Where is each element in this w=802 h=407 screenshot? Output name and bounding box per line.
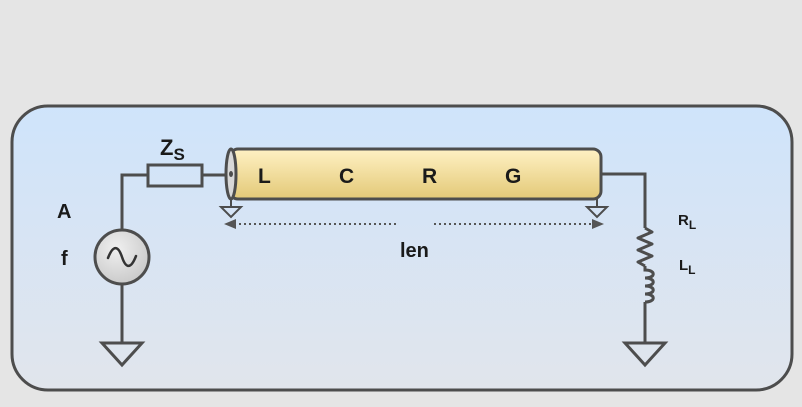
transmission-line-cylinder — [224, 147, 603, 201]
line-length-label: len — [400, 240, 429, 262]
line-right-ground-icon — [584, 199, 610, 219]
load-ground-icon — [621, 341, 669, 368]
load-inductor-icon — [643, 266, 655, 304]
line-left-ground-icon — [218, 199, 244, 219]
source-top-wire — [120, 173, 148, 229]
source-impedance-label: ZS — [160, 135, 185, 164]
load-inductance-subscript: L — [688, 263, 695, 277]
line-conductance-label: G — [505, 165, 521, 188]
load-top-wire — [601, 172, 647, 228]
load-resistance-subscript: L — [689, 218, 696, 232]
source-impedance-subscript: S — [173, 145, 184, 164]
line-capacitance-label: C — [339, 165, 354, 188]
load-inductance-label: LL — [679, 257, 696, 277]
line-resistance-label: R — [422, 165, 437, 188]
line-inductance-label: L — [258, 165, 271, 188]
ac-source-icon — [93, 228, 151, 286]
source-amplitude-label: A — [57, 201, 71, 223]
source-ground-icon — [98, 341, 146, 368]
source-frequency-label: f — [61, 248, 68, 270]
load-resistor-icon — [636, 226, 654, 268]
length-dimension-arrow — [224, 219, 604, 229]
load-resistance-label: RL — [678, 212, 696, 232]
